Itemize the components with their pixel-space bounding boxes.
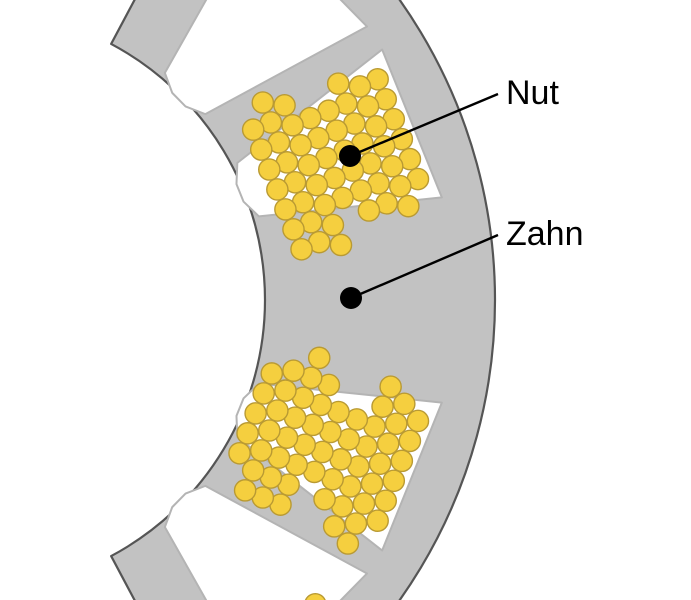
slot-slot-top-partial xyxy=(163,0,369,116)
copper-wire-circle xyxy=(274,379,297,402)
slot-cavity xyxy=(163,0,369,116)
stator-core-group xyxy=(110,0,497,600)
leader-zahn xyxy=(340,233,499,309)
copper-wire-circle xyxy=(398,429,422,453)
label-nut: Nut xyxy=(506,74,559,112)
stator-core-ring xyxy=(110,0,497,600)
slot-slot-lower xyxy=(228,346,443,555)
wire-bundle-inner xyxy=(241,91,354,261)
copper-wire-circle xyxy=(282,218,305,241)
copper-wire-circle xyxy=(304,592,326,600)
copper-wire-circle xyxy=(307,346,331,370)
copper-wire-circle xyxy=(322,515,346,538)
copper-wire-circle xyxy=(252,382,276,405)
copper-wire-circle xyxy=(305,173,329,197)
leader-dot xyxy=(339,145,361,167)
copper-wire-circle xyxy=(392,392,416,416)
copper-wire-circle xyxy=(282,359,305,382)
leader-nut xyxy=(339,92,499,167)
copper-wire-circle xyxy=(364,115,388,138)
copper-wire-circle xyxy=(228,441,251,465)
slot-slot-bottom-partial xyxy=(163,484,369,600)
wire-bundle-outer xyxy=(304,592,326,600)
copper-wire-circle xyxy=(406,409,430,433)
copper-wire-circle xyxy=(313,193,337,217)
wire-bundle-inner xyxy=(228,346,350,516)
copper-wire-circle xyxy=(274,198,297,221)
copper-wire-circle xyxy=(249,138,273,161)
wire-bundle-outer xyxy=(317,68,430,222)
copper-wire-circle xyxy=(384,412,408,436)
copper-wire-circle xyxy=(388,174,412,198)
copper-wire-circle xyxy=(281,113,304,137)
leader-dot xyxy=(340,287,362,309)
copper-wire-circle xyxy=(348,75,372,98)
copper-wire-circle xyxy=(380,154,404,178)
copper-wire-circle xyxy=(244,402,267,425)
copper-wire-circle xyxy=(266,399,289,422)
copper-wire-circle xyxy=(251,91,275,114)
copper-wire-circle xyxy=(360,472,384,495)
copper-wire-circle xyxy=(266,178,289,201)
copper-wire-circle xyxy=(379,375,402,399)
copper-wire-circle xyxy=(382,469,406,493)
copper-wire-circle xyxy=(236,422,259,445)
leader-line xyxy=(349,92,499,158)
copper-wire-circle xyxy=(260,362,284,385)
slots-group xyxy=(163,0,443,600)
copper-wire-circle xyxy=(233,479,257,502)
label-zahn: Zahn xyxy=(506,215,584,253)
copper-wire-circle xyxy=(273,94,296,117)
copper-wire-circle xyxy=(390,449,414,473)
copper-wire-circle xyxy=(321,213,345,237)
copper-wire-circle xyxy=(356,95,380,118)
copper-wire-circle xyxy=(241,459,265,482)
copper-wire-circle xyxy=(289,133,312,157)
copper-wire-circle xyxy=(368,452,392,475)
leader-lines-group xyxy=(339,92,499,309)
copper-wire-circle xyxy=(357,199,381,222)
copper-wire-circle xyxy=(366,509,389,533)
copper-wire-circle xyxy=(290,237,313,261)
copper-wire-circle xyxy=(241,118,265,141)
copper-wire-circle xyxy=(397,194,420,218)
copper-wire-circle xyxy=(376,432,400,456)
copper-wire-circle xyxy=(336,532,360,555)
copper-wire-circle xyxy=(371,395,394,418)
copper-wire-circle xyxy=(344,512,368,535)
wire-bundle-outer xyxy=(313,375,430,555)
copper-wire-circle xyxy=(257,419,281,442)
copper-wire-circle xyxy=(257,158,281,181)
copper-wire-circle xyxy=(329,233,353,257)
copper-wire-circle xyxy=(352,492,376,515)
copper-wire-circle xyxy=(374,489,398,513)
slot-slot-upper xyxy=(235,48,443,261)
copper-wire-circle xyxy=(297,153,321,177)
copper-wire-circle xyxy=(313,487,336,511)
copper-wire-circle xyxy=(249,439,273,462)
leader-line xyxy=(350,233,499,300)
copper-wire-circle xyxy=(326,72,350,95)
slot-cavity xyxy=(163,484,369,600)
